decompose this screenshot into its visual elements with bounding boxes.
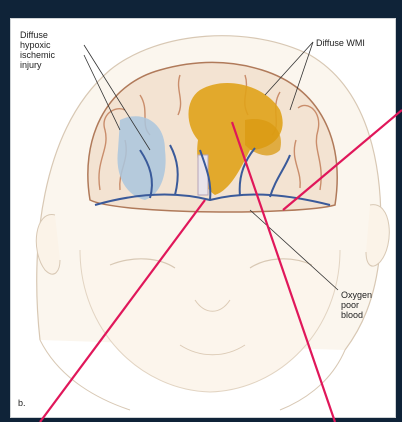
label-diffuse-hie: Diffuse hypoxic ischemic injury	[20, 30, 55, 70]
right-ear	[366, 205, 389, 267]
label-oxygen-poor-blood: Oxygen poor blood	[341, 290, 372, 320]
label-diffuse-wmi: Diffuse WMI	[316, 38, 365, 48]
panel-letter: b.	[18, 398, 26, 408]
